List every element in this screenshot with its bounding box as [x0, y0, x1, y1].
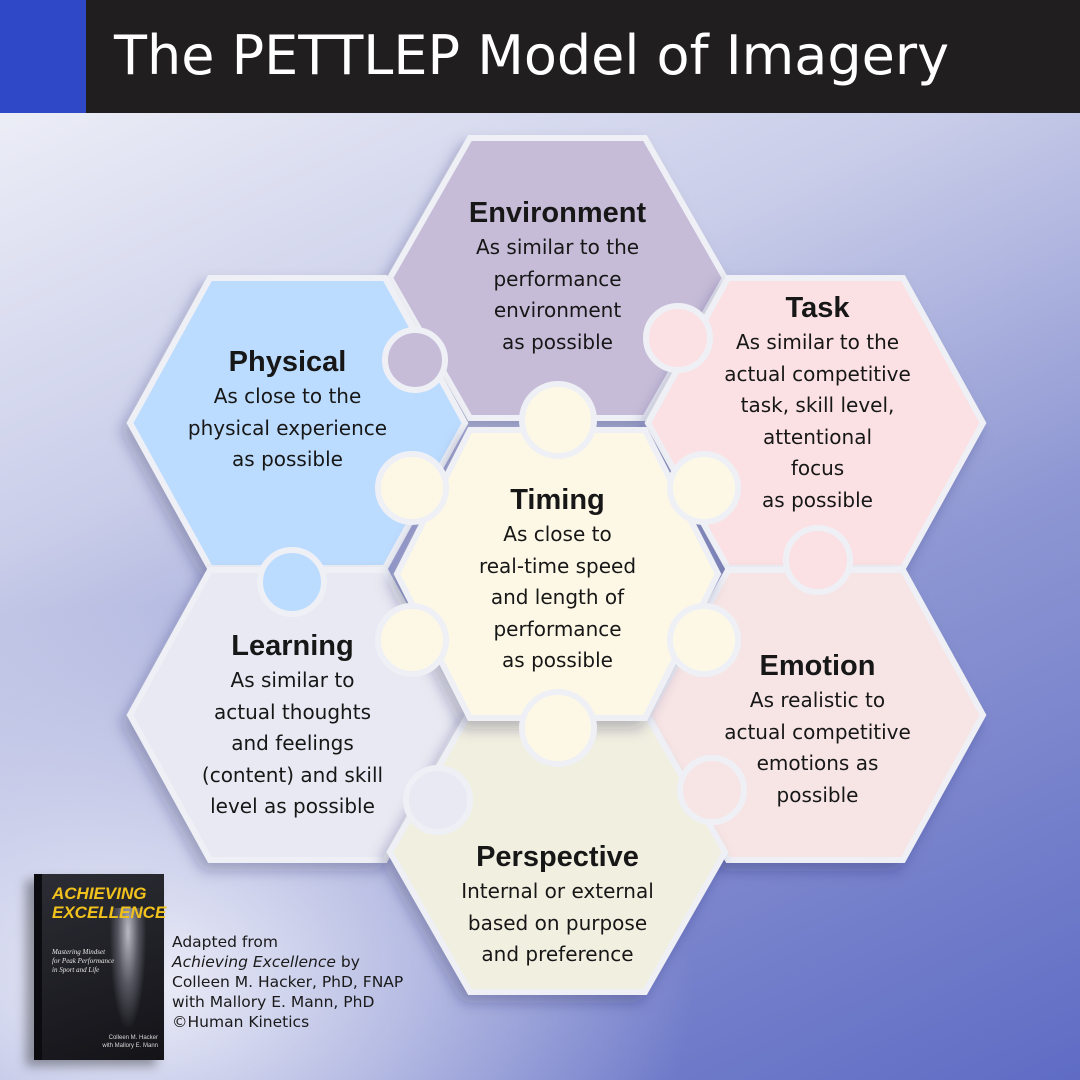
credit-author: Colleen M. Hacker, PhD, FNAP: [172, 973, 404, 991]
title-accent-block: [0, 0, 96, 113]
book-cover-authors: Colleen M. Hacker with Mallory E. Mann: [102, 1035, 158, 1049]
knob-timing-left-bottom: [375, 603, 449, 677]
credit-book-title: Achieving Excellence: [172, 953, 336, 971]
task-heading: Task: [785, 292, 850, 324]
knob-timing-right-top: [667, 451, 741, 525]
emotion-label: Emotion As realistic to actual competiti…: [690, 649, 945, 811]
environment-label: Environment As similar to the performanc…: [430, 196, 685, 358]
hex-environment: [386, 135, 729, 421]
perspective-description: Internal or external based on purpose an…: [461, 879, 654, 966]
environment-description: As similar to the performance environmen…: [475, 235, 640, 354]
knob-timing-top: [519, 381, 597, 459]
knob-timing-bottom: [519, 689, 597, 767]
knob-emotion: [677, 755, 747, 825]
emotion-description: As realistic to actual competitive emoti…: [724, 688, 911, 807]
page-title: The PETTLEP Model of Imagery: [114, 24, 950, 87]
credit-adapted-from: Adapted from: [172, 933, 278, 951]
credit-publisher: ©Human Kinetics: [172, 1013, 310, 1031]
timing-label: Timing As close to real-time speed and l…: [430, 483, 685, 677]
task-description: As similar to the actual competitive tas…: [724, 330, 911, 512]
knob-task-bottom: [783, 525, 853, 595]
perspective-heading: Perspective: [476, 841, 639, 873]
learning-description: As similar to actual thoughts and feelin…: [201, 668, 384, 818]
book-cover-subtitle: Mastering Mindset for Peak Performance i…: [52, 948, 115, 974]
credit-by: by: [335, 953, 360, 971]
knob-timing-left-top: [375, 451, 449, 525]
book-cover-art: [110, 908, 146, 1028]
knob-environment: [382, 327, 448, 393]
source-credit: Adapted from Achieving Excellence by Col…: [172, 932, 452, 1032]
environment-heading: Environment: [468, 197, 647, 229]
timing-description: As close to real-time speed and length o…: [478, 522, 637, 672]
knob-task: [643, 303, 713, 373]
hex-timing: [393, 427, 722, 721]
credit-coauthor: with Mallory E. Mann, PhD: [172, 993, 375, 1011]
book-cover: ACHIEVING EXCELLENCE Mastering Mindset f…: [34, 874, 167, 1060]
learning-label: Learning As similar to actual thoughts a…: [165, 629, 420, 823]
physical-description: As close to the physical experience as p…: [187, 384, 388, 471]
book-cover-title: ACHIEVING EXCELLENCE: [52, 884, 167, 922]
learning-heading: Learning: [231, 630, 354, 662]
physical-heading: Physical: [228, 346, 347, 378]
timing-heading: Timing: [510, 484, 605, 516]
task-label: Task As similar to the actual competitiv…: [690, 291, 945, 516]
physical-label: Physical As close to the physical experi…: [160, 345, 415, 476]
perspective-label: Perspective Internal or external based o…: [430, 840, 685, 971]
knob-learning: [403, 765, 473, 835]
credit-book-line: Achieving Excellence by: [172, 952, 452, 972]
knob-timing-right-bottom: [667, 603, 741, 677]
emotion-heading: Emotion: [759, 650, 876, 682]
knob-physical: [257, 547, 327, 617]
title-bar: [86, 0, 1080, 113]
